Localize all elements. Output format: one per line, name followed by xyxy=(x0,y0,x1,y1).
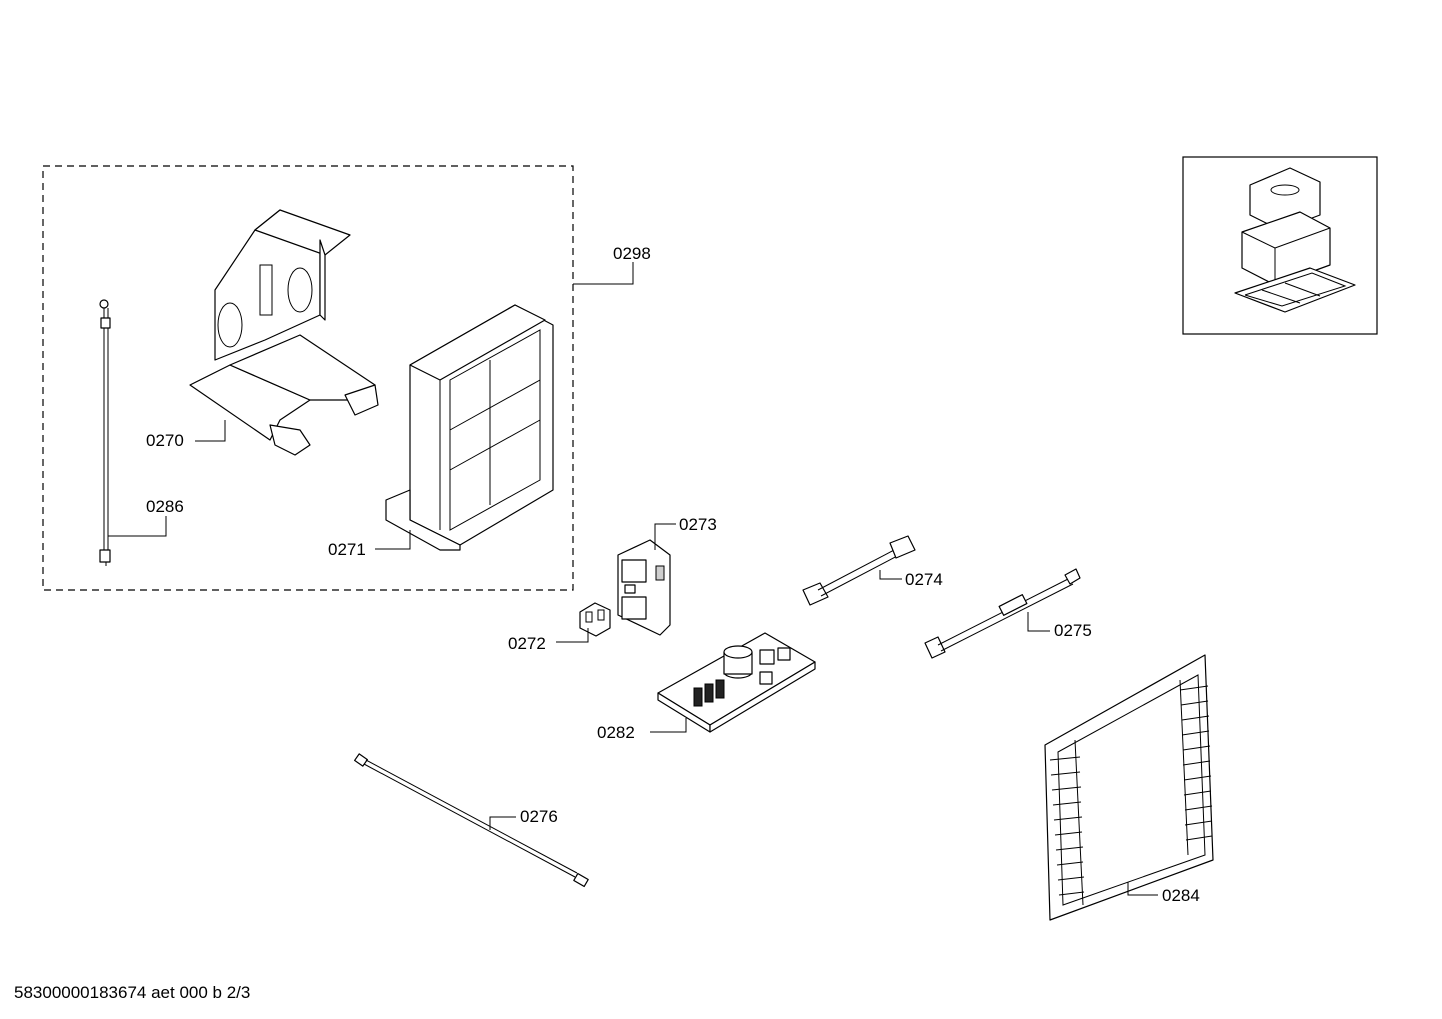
callout-0271: 0271 xyxy=(328,540,366,559)
leader-0286 xyxy=(108,516,167,537)
leader-0275 xyxy=(1027,612,1050,632)
leader-0272 xyxy=(556,628,589,643)
leader-0271 xyxy=(375,530,411,550)
part-0273-relay-board xyxy=(617,539,671,636)
callout-0276: 0276 xyxy=(520,807,558,826)
part-0286-wire xyxy=(99,299,111,566)
overview-thumbnail-assembly xyxy=(1234,167,1356,313)
part-0282-pcb xyxy=(657,632,816,733)
callout-0274: 0274 xyxy=(905,570,943,589)
part-0270-bracket xyxy=(189,209,379,456)
callout-0284: 0284 xyxy=(1162,886,1200,905)
leader-0270 xyxy=(195,420,226,442)
callout-0270: 0270 xyxy=(146,431,184,450)
leader-0298 xyxy=(573,262,634,285)
callout-0272: 0272 xyxy=(508,634,546,653)
leader-0276 xyxy=(489,816,516,830)
grille-slots xyxy=(1049,685,1213,896)
part-0284-grille xyxy=(1044,654,1214,921)
document-id: 58300000183674 aet 000 b 2/3 xyxy=(14,983,251,1002)
callout-0298: 0298 xyxy=(613,244,651,263)
leader-0274 xyxy=(879,570,902,580)
part-0272-clip xyxy=(579,602,611,637)
leader-0284 xyxy=(1127,882,1158,896)
assembly-group-box xyxy=(42,165,574,591)
part-0275-cable xyxy=(924,568,1081,659)
part-0276-wire xyxy=(354,753,589,888)
part-0274-cable xyxy=(802,535,916,606)
callout-0282: 0282 xyxy=(597,723,635,742)
callout-0286: 0286 xyxy=(146,497,184,516)
callout-0275: 0275 xyxy=(1054,621,1092,640)
leader-0282 xyxy=(650,718,687,733)
leader-0273 xyxy=(654,523,676,550)
part-0271-frame xyxy=(385,304,554,551)
callout-0273: 0273 xyxy=(679,515,717,534)
